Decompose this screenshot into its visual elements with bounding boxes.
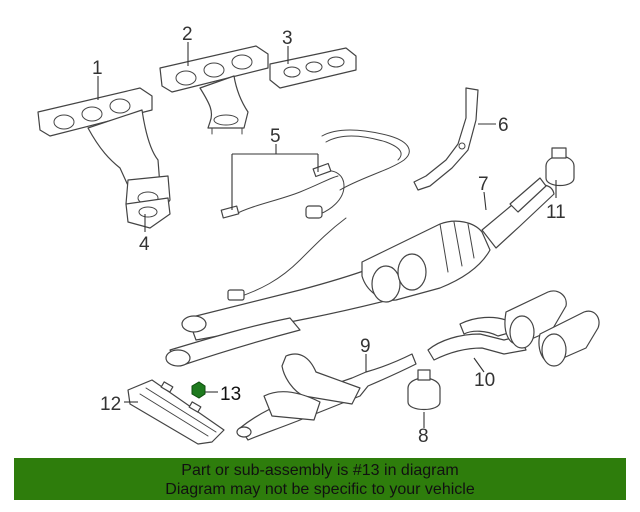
part-6-bracket[interactable] (413, 87, 479, 191)
banner-line-2: Diagram may not be specific to your vehi… (165, 481, 475, 498)
callout-8[interactable]: 8 (418, 426, 429, 447)
part-10-rear-muffler[interactable] (427, 290, 600, 367)
callout-2[interactable]: 2 (182, 24, 193, 45)
callout-7[interactable]: 7 (478, 174, 489, 195)
part-13-highlighted-nut[interactable] (191, 381, 206, 399)
callout-labels: 1 2 3 4 5 6 7 8 9 10 11 12 13 (92, 24, 566, 447)
callout-9[interactable]: 9 (360, 336, 371, 357)
part-7-catalytic-converter[interactable] (165, 177, 555, 367)
callout-10[interactable]: 10 (474, 370, 495, 391)
part-4-flange-gasket[interactable] (125, 197, 171, 229)
callout-4[interactable]: 4 (139, 234, 150, 255)
info-banner: Part or sub-assembly is #13 in diagram D… (14, 458, 626, 500)
callout-13[interactable]: 13 (220, 384, 241, 405)
part-8-clamp[interactable] (407, 369, 441, 411)
callout-1[interactable]: 1 (92, 58, 103, 79)
part-9-center-muffler[interactable] (236, 353, 417, 441)
part-1-exhaust-manifold[interactable] (37, 87, 171, 217)
leader-lines (97, 42, 557, 428)
callout-6[interactable]: 6 (498, 115, 509, 136)
callout-3[interactable]: 3 (282, 28, 293, 49)
callout-12[interactable]: 12 (100, 394, 121, 415)
part-5-oxygen-sensors[interactable] (220, 129, 410, 301)
part-3-manifold-gasket[interactable] (269, 47, 357, 89)
part-2-exhaust-manifold[interactable] (159, 45, 269, 135)
callout-11[interactable]: 11 (546, 202, 566, 223)
banner-line-1: Part or sub-assembly is #13 in diagram (181, 462, 459, 479)
part-11-clamp[interactable] (545, 147, 575, 187)
callout-5[interactable]: 5 (270, 126, 281, 147)
part-12-heat-shield[interactable] (127, 379, 225, 445)
